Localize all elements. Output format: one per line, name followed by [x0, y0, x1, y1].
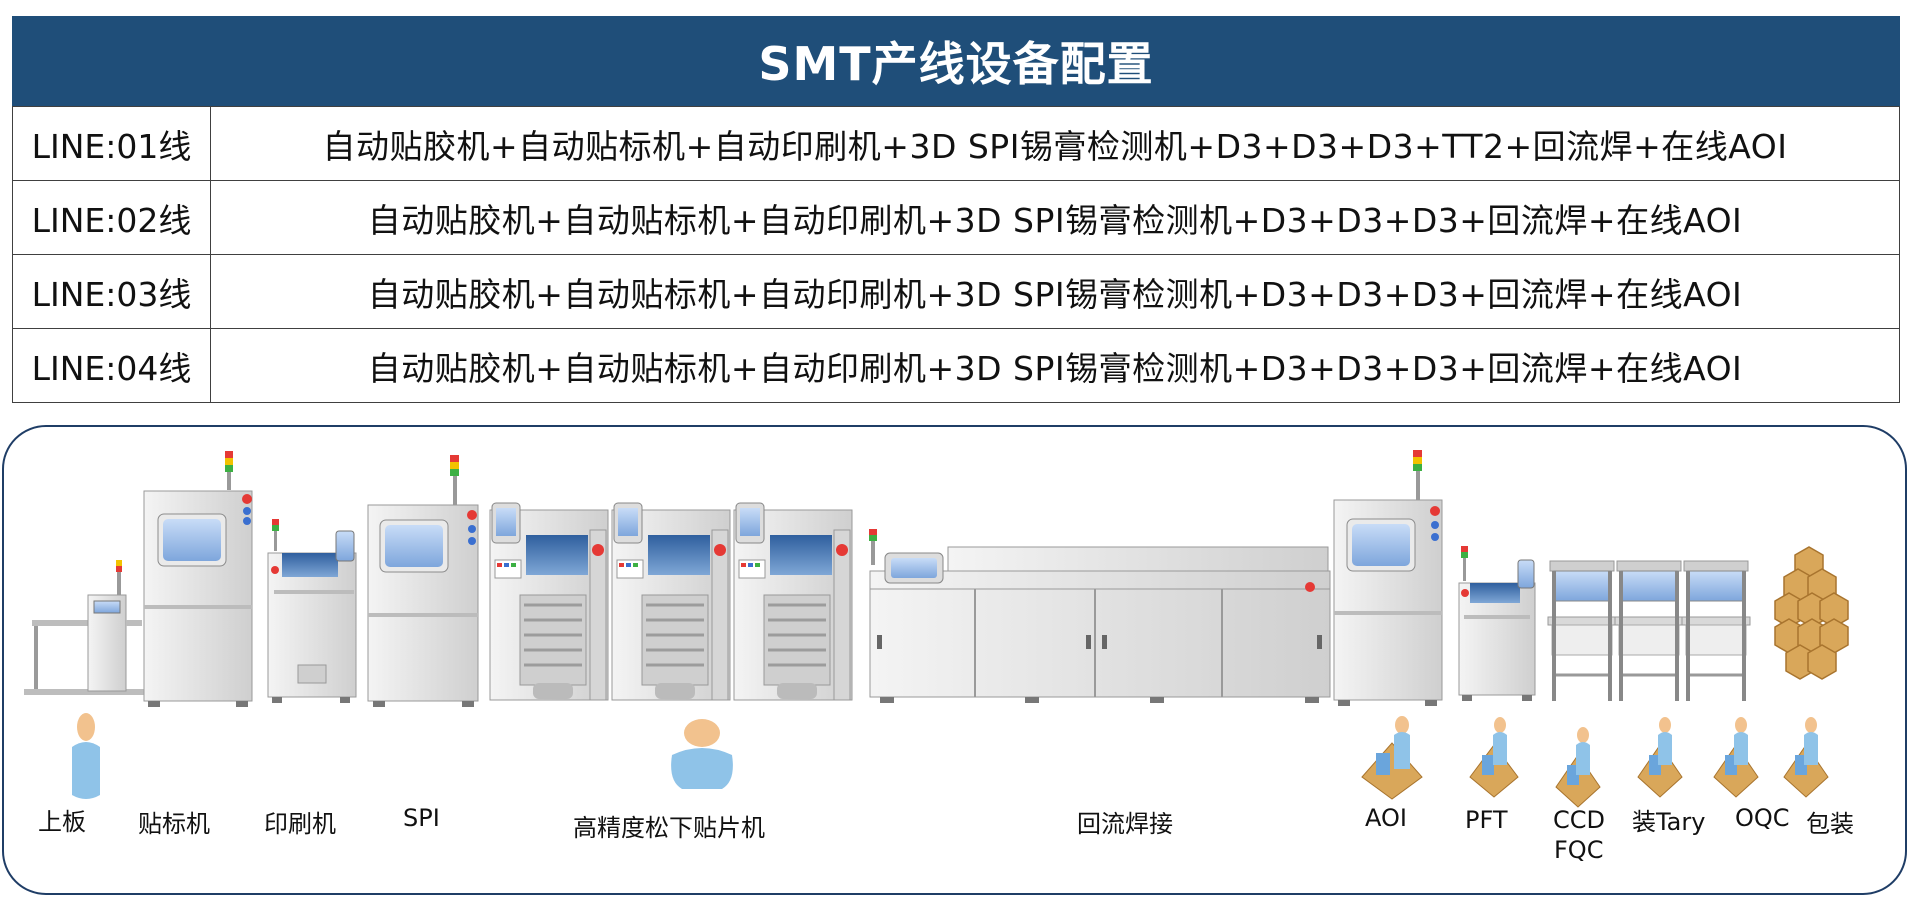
placement-machine [489, 502, 609, 701]
table-row: LINE:02线 自动贴胶机+自动贴标机+自动印刷机+3D SPI锡膏检测机+D… [12, 180, 1900, 255]
worker-desk-icon [1555, 727, 1601, 808]
station-label-reflow: 回流焊接 [1077, 810, 1173, 838]
station-label-labeler: 贴标机 [138, 810, 210, 838]
loader-machine [24, 560, 144, 695]
station-label-packing: 包装 [1806, 810, 1854, 838]
packing-boxes [1774, 546, 1849, 680]
page-title: SMT产线设备配置 [12, 16, 1900, 106]
worker-icon [72, 713, 100, 799]
workbench [1614, 560, 1684, 701]
labeler-machine [143, 451, 253, 707]
worker-desk-icon [1783, 717, 1829, 798]
placement-machine [611, 502, 731, 701]
line-name-cell: LINE:03线 [12, 254, 211, 329]
spi-machine [367, 455, 479, 707]
line-equipment-cell: 自动贴胶机+自动贴标机+自动印刷机+3D SPI锡膏检测机+D3+D3+D3+回… [210, 328, 1900, 403]
station-label-oqc: OQC [1735, 804, 1790, 832]
placement-machine [733, 502, 877, 701]
station-label-pft: PFT [1465, 806, 1508, 834]
printer-machine [267, 519, 357, 703]
line-name-cell: LINE:04线 [12, 328, 211, 403]
station-label-tray: 装Tary [1632, 808, 1706, 836]
line-config-table: LINE:01线 自动贴胶机+自动贴标机+自动印刷机+3D SPI锡膏检测机+D… [12, 106, 1900, 403]
line-equipment-cell: 自动贴胶机+自动贴标机+自动印刷机+3D SPI锡膏检测机+D3+D3+D3+回… [210, 180, 1900, 255]
production-line-illustration [24, 450, 1849, 808]
station-label-fqc: FQC [1554, 836, 1604, 864]
workbench [1547, 560, 1617, 701]
line-name-cell: LINE:01线 [12, 106, 211, 181]
worker-desk-icon [1361, 716, 1423, 800]
station-label-spi: SPI [403, 804, 440, 832]
worker-desk-icon [1469, 717, 1519, 798]
station-label-aoi: AOI [1365, 804, 1407, 832]
reflow-oven [869, 546, 1331, 703]
workbench [1681, 560, 1751, 701]
table-row: LINE:01线 自动贴胶机+自动贴标机+自动印刷机+3D SPI锡膏检测机+D… [12, 106, 1900, 181]
worker-desk-icon [1637, 717, 1683, 798]
line-name-cell: LINE:02线 [12, 180, 211, 255]
worker-icon [671, 719, 733, 789]
line-equipment-cell: 自动贴胶机+自动贴标机+自动印刷机+3D SPI锡膏检测机+D3+D3+D3+T… [210, 106, 1900, 181]
station-label-ccd: CCD [1553, 806, 1605, 834]
table-row: LINE:04线 自动贴胶机+自动贴标机+自动印刷机+3D SPI锡膏检测机+D… [12, 328, 1900, 403]
station-label-printer: 印刷机 [264, 810, 336, 838]
worker-desk-icon [1713, 717, 1759, 798]
station-label-placement: 高精度松下贴片机 [573, 814, 765, 842]
pft-machine [1458, 546, 1536, 701]
table-row: LINE:03线 自动贴胶机+自动贴标机+自动印刷机+3D SPI锡膏检测机+D… [12, 254, 1900, 329]
line-equipment-cell: 自动贴胶机+自动贴标机+自动印刷机+3D SPI锡膏检测机+D3+D3+D3+回… [210, 254, 1900, 329]
station-label-loading: 上板 [38, 808, 86, 836]
aoi-machine [1333, 450, 1443, 706]
